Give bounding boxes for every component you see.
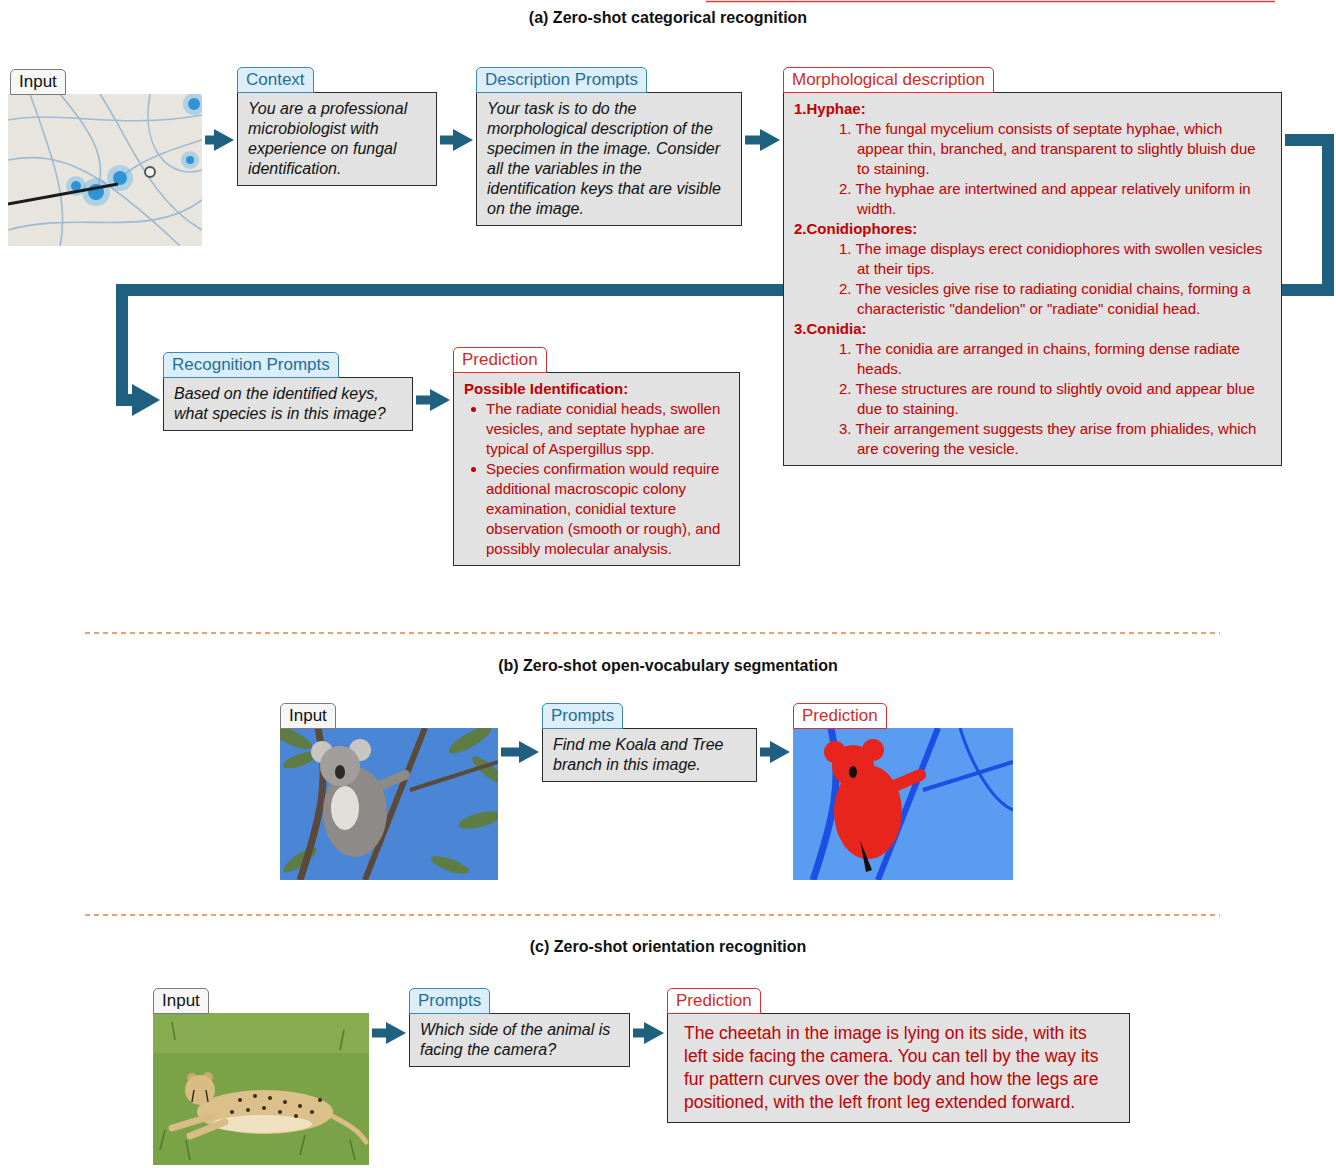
bullet-item: The radiate conidial heads, swollen vesi… xyxy=(464,399,729,459)
body-text: Based on the identified keys, what speci… xyxy=(174,384,402,424)
section-heading: 3.Conidia: xyxy=(794,319,1271,339)
list-item: 2. The vesicles give rise to radiating c… xyxy=(794,279,1271,319)
tag-text: Input xyxy=(289,706,327,725)
section-title: (b) Zero-shot open-vocabulary segmentati… xyxy=(498,657,838,675)
body-text: Find me Koala and Tree branch in this im… xyxy=(553,735,746,775)
image-area xyxy=(793,728,1013,880)
flow-arrow xyxy=(745,136,760,145)
body-text: Which side of the animal is facing the c… xyxy=(420,1020,619,1060)
image-area xyxy=(10,94,202,246)
tag-text: Description Prompts xyxy=(485,70,638,89)
output-box: PredictionPossible Identification:The ra… xyxy=(453,347,740,566)
flow-arrow xyxy=(501,748,519,757)
body-text: Your task is to do the morphological des… xyxy=(487,99,731,219)
flow-arrow xyxy=(633,1029,644,1038)
tag-label: Input xyxy=(280,703,336,729)
tag-text: Morphological description xyxy=(792,70,985,89)
list-item: 2. These structures are round to slightl… xyxy=(794,379,1271,419)
segmentation-mask xyxy=(793,728,1013,880)
tag-label: Morphological description xyxy=(783,67,994,93)
tag-text: Prediction xyxy=(676,991,752,1010)
flow-arrow xyxy=(760,748,770,757)
prompt-box: Recognition PromptsBased on the identifi… xyxy=(163,352,413,431)
section-title: (c) Zero-shot orientation recognition xyxy=(530,938,806,956)
flow-arrow xyxy=(416,396,430,405)
box-body: The cheetah in the image is lying on its… xyxy=(667,1013,1130,1123)
flow-arrow xyxy=(372,1029,386,1038)
section-title: (a) Zero-shot categorical recognition xyxy=(529,9,807,27)
image-area xyxy=(280,728,498,880)
flow-arrow xyxy=(440,136,453,145)
tag-label: Description Prompts xyxy=(476,67,647,93)
tag-text: Prompts xyxy=(418,991,481,1010)
tag-label: Prompts xyxy=(409,988,490,1014)
box-body: Find me Koala and Tree branch in this im… xyxy=(542,728,757,782)
separator xyxy=(85,914,1220,916)
section-heading: Possible Identification: xyxy=(464,379,729,399)
tag-text: Input xyxy=(19,72,57,91)
bullet-item: Species confirmation would require addit… xyxy=(464,459,729,559)
microscopy-image xyxy=(8,93,205,246)
separator xyxy=(85,632,1220,634)
tag-text: Context xyxy=(246,70,305,89)
tag-text: Recognition Prompts xyxy=(172,355,330,374)
section-heading: 2.Conidiophores: xyxy=(794,219,1271,239)
input-image: Input xyxy=(153,988,369,1165)
tag-text: Prediction xyxy=(802,706,878,725)
box-body: You are a professional microbiologist wi… xyxy=(237,92,437,186)
input-image: Input xyxy=(280,703,498,880)
output-box: PredictionThe cheetah in the image is ly… xyxy=(667,988,1130,1123)
section-heading: 1.Hyphae: xyxy=(794,99,1271,119)
tag-label: Context xyxy=(237,67,314,93)
koala-photo xyxy=(269,722,507,880)
tag-label: Prediction xyxy=(667,988,761,1014)
box-body: Your task is to do the morphological des… xyxy=(476,92,742,226)
output-image: Prediction xyxy=(793,703,1013,880)
tag-label: Prompts xyxy=(542,703,623,729)
cheetah-photo xyxy=(153,1013,369,1165)
body-text: The cheetah in the image is lying on its… xyxy=(684,1022,1113,1114)
box-body: Which side of the animal is facing the c… xyxy=(409,1013,630,1067)
prompt-box: Description PromptsYour task is to do th… xyxy=(476,67,742,226)
list-item: 1. The fungal mycelium consists of septa… xyxy=(794,119,1271,179)
prompt-box: PromptsWhich side of the animal is facin… xyxy=(409,988,630,1067)
box-body: Possible Identification:The radiate coni… xyxy=(453,372,740,566)
tag-label: Prediction xyxy=(793,703,887,729)
top-rule xyxy=(706,1,1275,3)
tag-label: Input xyxy=(10,69,66,95)
image-area xyxy=(153,1013,369,1165)
list-item: 2. The hyphae are intertwined and appear… xyxy=(794,179,1271,219)
flow-arrow xyxy=(205,136,214,145)
box-body: Based on the identified keys, what speci… xyxy=(163,377,413,431)
tag-text: Input xyxy=(162,991,200,1010)
tag-label: Recognition Prompts xyxy=(163,352,339,378)
tag-text: Prediction xyxy=(462,350,538,369)
body-text: You are a professional microbiologist wi… xyxy=(248,99,426,179)
prompt-box: ContextYou are a professional microbiolo… xyxy=(237,67,437,186)
tag-text: Prompts xyxy=(551,706,614,725)
prompt-box: PromptsFind me Koala and Tree branch in … xyxy=(542,703,757,782)
input-image: Input xyxy=(10,69,202,246)
list-item: 1. The image displays erect conidiophore… xyxy=(794,239,1271,279)
list-item: 1. The conidia are arranged in chains, f… xyxy=(794,339,1271,379)
tag-label: Prediction xyxy=(453,347,547,373)
tag-label: Input xyxy=(153,988,209,1014)
output-box: Morphological description1.Hyphae:1. The… xyxy=(783,67,1282,466)
list-item: 3. Their arrangement suggests they arise… xyxy=(794,419,1271,459)
box-body: 1.Hyphae:1. The fungal mycelium consists… xyxy=(783,92,1282,466)
